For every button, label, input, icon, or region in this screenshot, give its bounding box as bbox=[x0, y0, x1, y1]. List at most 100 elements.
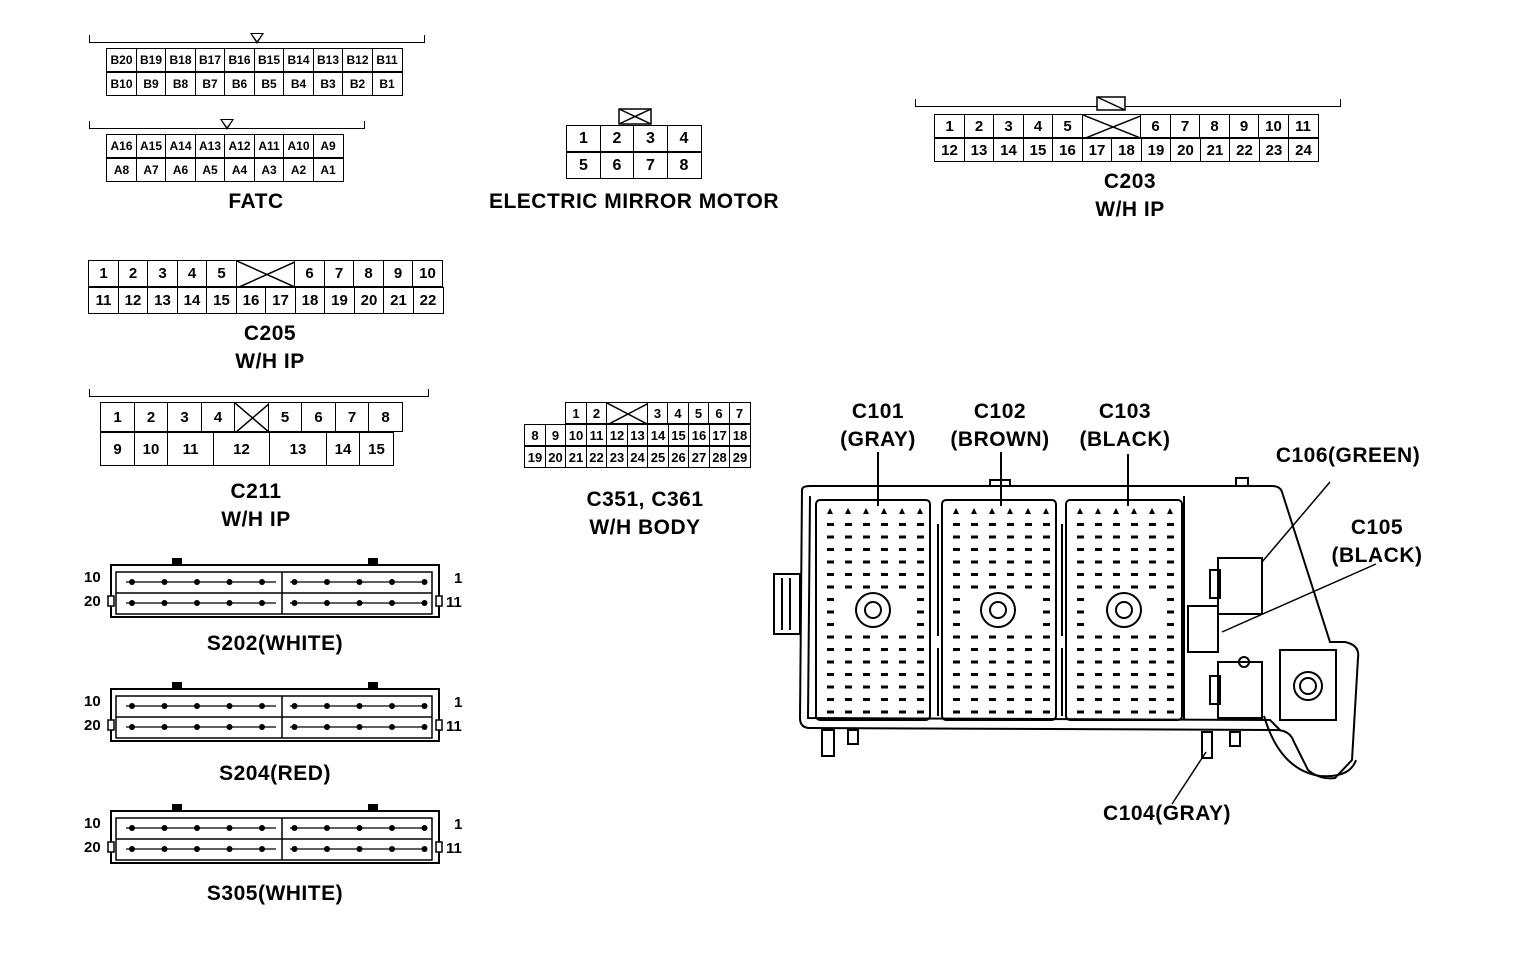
pin-cell: 19 bbox=[1140, 138, 1172, 162]
pin-cell: 13 bbox=[269, 432, 327, 466]
pin-cell: 1 bbox=[565, 402, 587, 424]
pin-cell: 16 bbox=[235, 287, 267, 314]
pin-cell: 9 bbox=[100, 432, 135, 466]
c103-label: C103 bbox=[1098, 400, 1152, 423]
c105-cavity bbox=[1187, 605, 1219, 653]
pin-cell: 17 bbox=[1081, 138, 1113, 162]
pin-cell: 20 bbox=[544, 446, 567, 468]
splice-pin-label: 20 bbox=[84, 839, 101, 856]
pin-cell: A14 bbox=[165, 134, 196, 158]
splice-pin-label: 20 bbox=[84, 593, 101, 610]
pin-cell: B7 bbox=[194, 72, 226, 96]
pin-cell: 4 bbox=[666, 125, 702, 152]
c211-bracket bbox=[89, 389, 429, 397]
pin-cell: 4 bbox=[176, 260, 208, 287]
blank-cavity-icon bbox=[234, 402, 270, 433]
pin-cell: B1 bbox=[371, 72, 403, 96]
pin-cell: 12 bbox=[606, 424, 628, 446]
pin-cell: 27 bbox=[688, 446, 710, 468]
pin-cell: 21 bbox=[565, 446, 587, 468]
pin-cell: 1 bbox=[934, 114, 965, 138]
c105-label: C105 bbox=[1350, 516, 1404, 539]
splice-pin-label: 10 bbox=[84, 569, 101, 586]
c101-color: (GRAY) bbox=[840, 428, 916, 451]
pin-cell: 11 bbox=[88, 287, 119, 314]
c351-sub: W/H BODY bbox=[589, 516, 701, 539]
pin-cell: 24 bbox=[1288, 138, 1319, 162]
c205-name: C205 bbox=[243, 322, 297, 345]
c102-bolt-icon bbox=[980, 592, 1016, 628]
pin-cell: 5 bbox=[687, 402, 710, 424]
c103-cavity bbox=[1065, 499, 1183, 721]
c102-color: (BROWN) bbox=[950, 428, 1050, 451]
pin-cell: A10 bbox=[283, 134, 314, 158]
pin-cell: B5 bbox=[253, 72, 285, 96]
pin-cell: 10 bbox=[133, 432, 169, 466]
pin-cell: 7 bbox=[1169, 114, 1201, 138]
pin-cell: 22 bbox=[412, 287, 444, 314]
pin-cell: 5 bbox=[206, 260, 237, 287]
pin-cell: 29 bbox=[729, 446, 751, 468]
pin-cell: 2 bbox=[585, 402, 608, 424]
fatc-label: FATC bbox=[228, 190, 284, 213]
c211-name: C211 bbox=[230, 480, 282, 503]
pin-cell: B10 bbox=[106, 72, 137, 96]
splice-pin-label: 20 bbox=[84, 717, 101, 734]
pin-cell: A1 bbox=[312, 158, 344, 182]
pin-cell: 8 bbox=[368, 402, 403, 432]
pin-cell: B19 bbox=[135, 48, 167, 72]
c203-sub: W/H IP bbox=[1095, 198, 1165, 221]
c101-bolt-icon bbox=[855, 592, 891, 628]
pin-cell: B12 bbox=[342, 48, 373, 72]
pin-cell: 7 bbox=[728, 402, 751, 424]
pin-cell: B2 bbox=[342, 72, 373, 96]
pin-cell: 8 bbox=[666, 152, 702, 179]
pin-cell: 9 bbox=[1228, 114, 1260, 138]
pin-cell: 20 bbox=[353, 287, 385, 314]
pin-cell: B14 bbox=[283, 48, 314, 72]
pin-cell: 1 bbox=[88, 260, 119, 287]
pin-cell: A9 bbox=[312, 134, 344, 158]
pin-cell: 23 bbox=[1258, 138, 1290, 162]
pin-cell: 24 bbox=[626, 446, 649, 468]
pin-cell: 7 bbox=[323, 260, 355, 287]
c105-color: (BLACK) bbox=[1331, 544, 1423, 567]
pin-cell: A15 bbox=[135, 134, 167, 158]
pin-cell: 26 bbox=[667, 446, 690, 468]
pin-cell: 2 bbox=[117, 260, 149, 287]
pin-cell: 2 bbox=[963, 114, 995, 138]
pin-cell: 21 bbox=[1199, 138, 1231, 162]
pin-cell: 15 bbox=[206, 287, 237, 314]
pin-cell: A3 bbox=[253, 158, 285, 182]
blank-cavity-icon bbox=[606, 402, 649, 425]
pin-cell: 10 bbox=[565, 424, 587, 446]
c203-bracket bbox=[915, 99, 1341, 107]
pin-cell: 23 bbox=[606, 446, 628, 468]
pin-cell: 12 bbox=[212, 432, 271, 466]
c104-cavity bbox=[1217, 661, 1263, 719]
pin-cell: 7 bbox=[633, 152, 668, 179]
pin-cell: 22 bbox=[585, 446, 608, 468]
pin-cell: 25 bbox=[647, 446, 669, 468]
pin-cell: A8 bbox=[106, 158, 137, 182]
fatc-b-key-icon bbox=[250, 33, 264, 44]
junction-box-drawing bbox=[773, 452, 1377, 805]
pin-cell: 20 bbox=[1170, 138, 1201, 162]
pin-cell: A12 bbox=[224, 134, 255, 158]
pin-cell: B9 bbox=[135, 72, 167, 96]
pin-cell: B16 bbox=[224, 48, 255, 72]
c101-label: C101 bbox=[851, 400, 905, 423]
pin-cell: 3 bbox=[993, 114, 1024, 138]
pin-cell: B8 bbox=[165, 72, 196, 96]
pin-cell: 21 bbox=[383, 287, 414, 314]
c102-label: C102 bbox=[973, 400, 1027, 423]
c203-latch-icon bbox=[1096, 96, 1126, 111]
pin-cell: 19 bbox=[524, 446, 546, 468]
pin-cell: 13 bbox=[147, 287, 178, 314]
pin-cell: 9 bbox=[382, 260, 414, 287]
c103-color: (BLACK) bbox=[1079, 428, 1171, 451]
